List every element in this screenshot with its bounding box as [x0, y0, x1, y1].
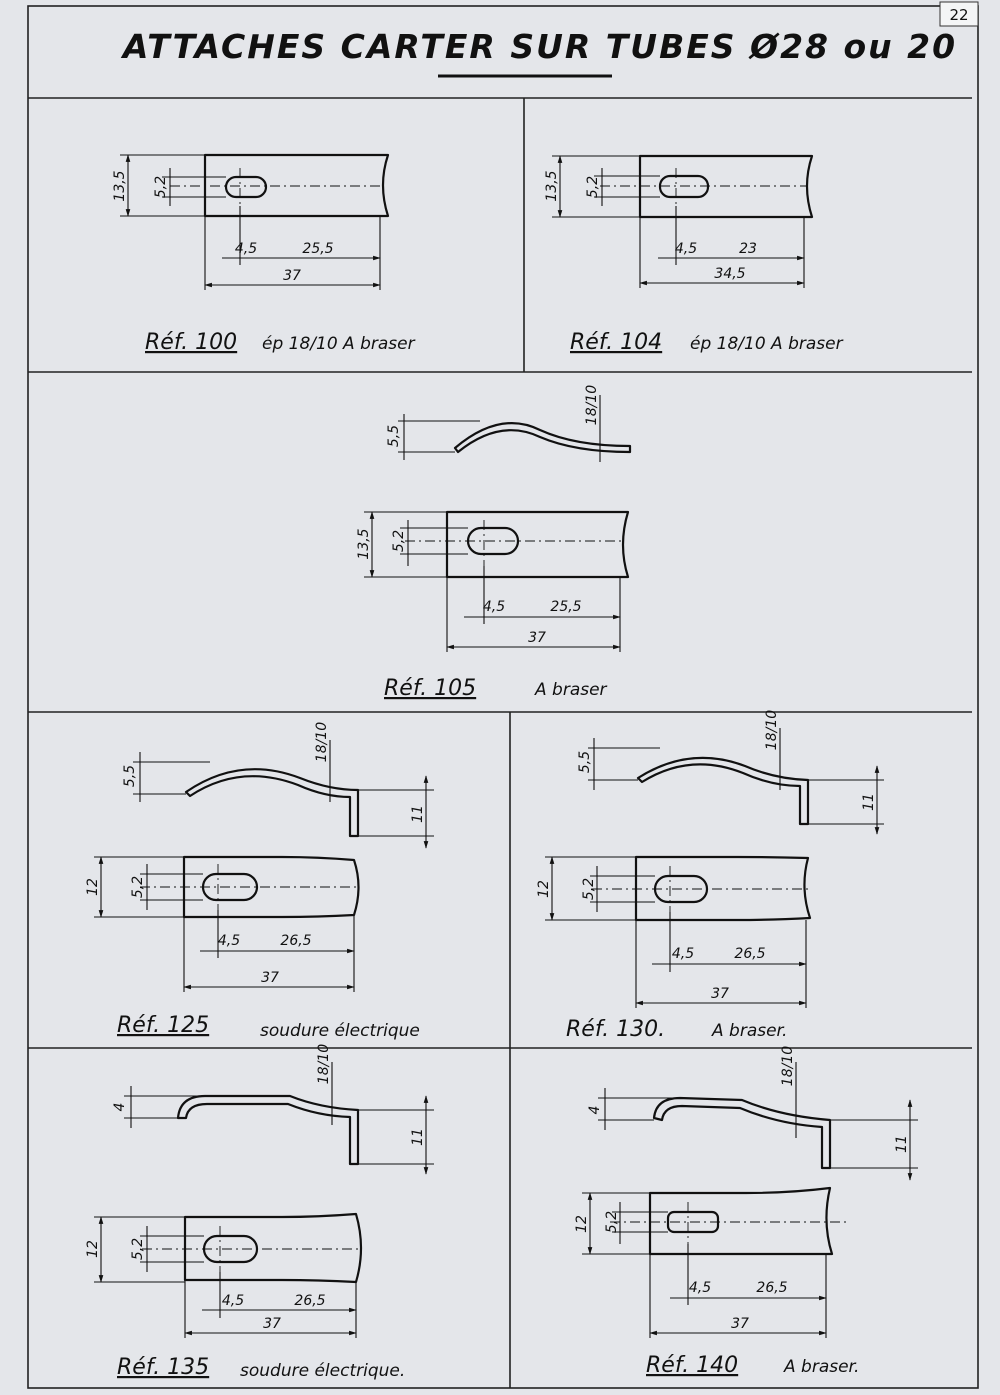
- sheet-frame: [27, 5, 979, 1389]
- plan-view: [364, 510, 630, 652]
- dim-rise: 5,5: [122, 765, 138, 787]
- dim-rise: 4: [587, 1106, 603, 1115]
- part-note: A braser.: [783, 1357, 859, 1377]
- part-note: ép 18/10 A braser: [262, 334, 416, 354]
- dim-drop: 11: [410, 805, 426, 823]
- part-ref-125: 5,5 18/10 11 12 5,2 4,5 26,5 37 Réf. 125…: [85, 722, 434, 1041]
- part-note: A braser.: [711, 1021, 787, 1041]
- part-ref-label: Réf. 130.: [566, 1017, 665, 1042]
- dim-rise: 5,5: [577, 751, 593, 773]
- side-view: [398, 395, 632, 462]
- dim-thickness: 18/10: [780, 1046, 796, 1086]
- part-note: soudure électrique: [260, 1021, 420, 1041]
- dim-height: 12: [85, 1240, 101, 1258]
- dim-slot: 5,2: [130, 1238, 146, 1260]
- dim-thickness: 18/10: [764, 710, 780, 750]
- dim-offset: 4,5: [689, 1280, 711, 1296]
- side-view: [124, 1062, 434, 1175]
- plan-view: [545, 855, 812, 1008]
- dim-total: 37: [283, 268, 301, 284]
- dim-drop: 11: [410, 1128, 426, 1146]
- part-note: ép 18/10 A braser: [690, 334, 844, 354]
- dim-offset: 4,5: [218, 933, 240, 949]
- dim-total: 34,5: [714, 266, 745, 282]
- plan-view: [552, 154, 814, 288]
- part-ref-label: Réf. 125: [117, 1013, 209, 1038]
- side-view: [588, 728, 884, 835]
- dim-height: 13,5: [356, 528, 372, 559]
- dim-offset: 4,5: [235, 241, 257, 257]
- plan-view: [94, 1212, 363, 1338]
- dim-length-a: 26,5: [280, 933, 311, 949]
- dim-length-a: 26,5: [294, 1293, 325, 1309]
- part-ref-105: 5,5 18/10 13,5 5,2 4,5 25,5 37 Réf. 105 …: [356, 385, 632, 701]
- dim-offset: 4,5: [222, 1293, 244, 1309]
- dim-thickness: 18/10: [314, 722, 330, 762]
- page-number: 22: [949, 6, 968, 24]
- dim-height: 12: [85, 878, 101, 896]
- dim-total: 37: [711, 986, 729, 1002]
- part-note: A braser: [534, 680, 608, 700]
- dim-thickness: 18/10: [584, 385, 600, 425]
- dim-slot: 5,2: [391, 530, 407, 552]
- part-note: soudure électrique.: [240, 1361, 405, 1381]
- dim-total: 37: [261, 970, 279, 986]
- dim-total: 37: [731, 1316, 749, 1332]
- plan-view: [94, 855, 360, 992]
- dim-length-a: 26,5: [756, 1280, 787, 1296]
- part-ref-140: 4 18/10 11 12 5,2 4,5 26,5 37 Réf. 140 A…: [574, 1046, 918, 1378]
- dim-slot: 5,2: [153, 176, 169, 198]
- page-number-box: [939, 1, 979, 27]
- part-ref-104: 13,5 5,2 4,5 23 34,5 Réf. 104 ép 18/10 A…: [544, 154, 844, 355]
- dim-slot: 5,2: [585, 176, 601, 198]
- dim-offset: 4,5: [675, 241, 697, 257]
- dim-total: 37: [263, 1316, 281, 1332]
- sheet-title: ATTACHES CARTER SUR TUBES Ø28 ou 20: [120, 27, 957, 66]
- part-ref-130: 5,5 18/10 11 12 5,2 4,5 26,5 37 Réf. 130…: [536, 710, 884, 1042]
- part-ref-label: Réf. 105: [384, 676, 476, 701]
- dim-offset: 4,5: [672, 946, 694, 962]
- dim-slot: 5,2: [581, 878, 597, 900]
- dim-length-a: 23: [739, 241, 757, 257]
- dim-rise: 5,5: [386, 425, 402, 447]
- plan-view: [120, 153, 390, 290]
- dim-height: 12: [536, 880, 552, 898]
- part-ref-135: 4 18/10 11 12 5,2 4,5 26,5 37 Réf. 135 s…: [85, 1044, 434, 1381]
- dim-length-a: 25,5: [302, 241, 333, 257]
- dim-thickness: 18/10: [316, 1044, 332, 1084]
- dim-length-a: 25,5: [550, 599, 581, 615]
- part-ref-label: Réf. 135: [117, 1355, 209, 1380]
- dim-total: 37: [528, 630, 546, 646]
- dim-slot: 5,2: [130, 876, 146, 898]
- side-view: [133, 740, 434, 849]
- part-ref-label: Réf. 104: [570, 330, 662, 355]
- dim-slot: 5,2: [604, 1211, 620, 1233]
- plan-view: [582, 1186, 850, 1338]
- dim-height: 13,5: [544, 170, 560, 201]
- part-ref-100: 13,5 5,2 4,5 25,5 37 Réf. 100 ép 18/10 A…: [112, 153, 416, 355]
- part-ref-label: Réf. 140: [646, 1353, 738, 1378]
- dim-offset: 4,5: [483, 599, 505, 615]
- dim-rise: 4: [112, 1103, 128, 1112]
- part-ref-label: Réf. 100: [145, 330, 237, 355]
- dim-length-a: 26,5: [734, 946, 765, 962]
- dim-height: 12: [574, 1215, 590, 1233]
- dim-height: 13,5: [112, 170, 128, 201]
- dim-drop: 11: [894, 1135, 910, 1153]
- side-view: [598, 1062, 918, 1181]
- dim-drop: 11: [861, 793, 877, 811]
